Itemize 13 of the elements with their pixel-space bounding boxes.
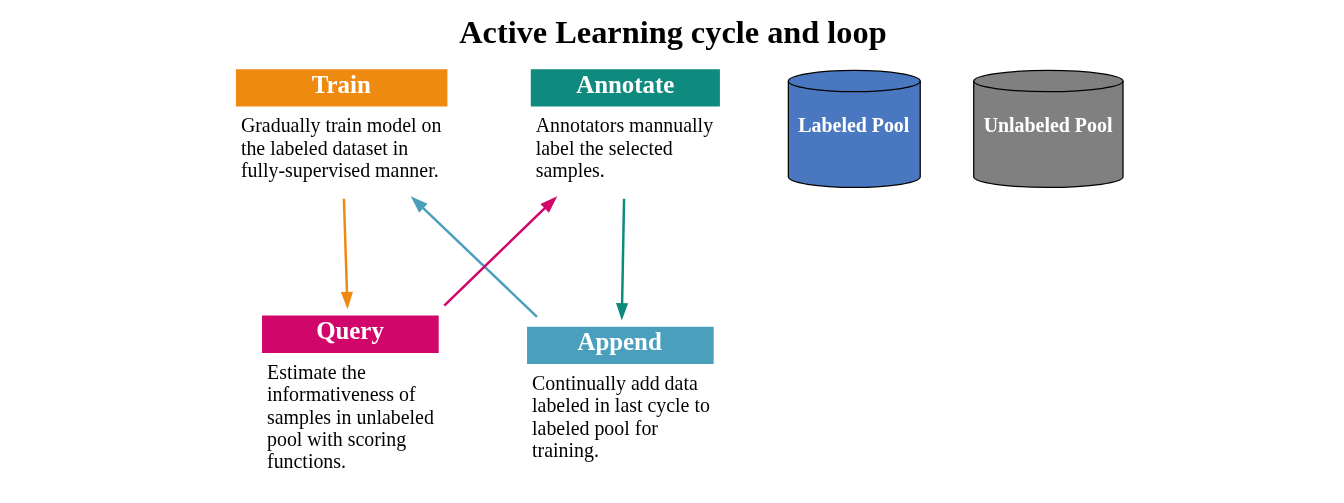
node-label: Annotators mannually label the selected samples.: [535, 114, 714, 182]
node-label: Estimate the informativeness of samples in unlabeled pool with scoring functions.: [267, 360, 434, 473]
node-box: Train: [235, 69, 448, 107]
arrow: [616, 198, 629, 321]
arrow: [340, 198, 354, 310]
arrow: [443, 196, 558, 307]
node-box: Query: [262, 315, 439, 353]
node-box: Append: [527, 326, 714, 365]
arrow: [410, 196, 538, 318]
diagram-title: Active Learning cycle and loop: [459, 13, 887, 50]
node-label: Gradually train model on the labeled dataset in fully-supervised manner.: [240, 114, 442, 182]
node-box: Annotate: [530, 69, 720, 107]
node-label: Continually add data labeled in last cycle to labeled pool for training.: [532, 371, 710, 462]
